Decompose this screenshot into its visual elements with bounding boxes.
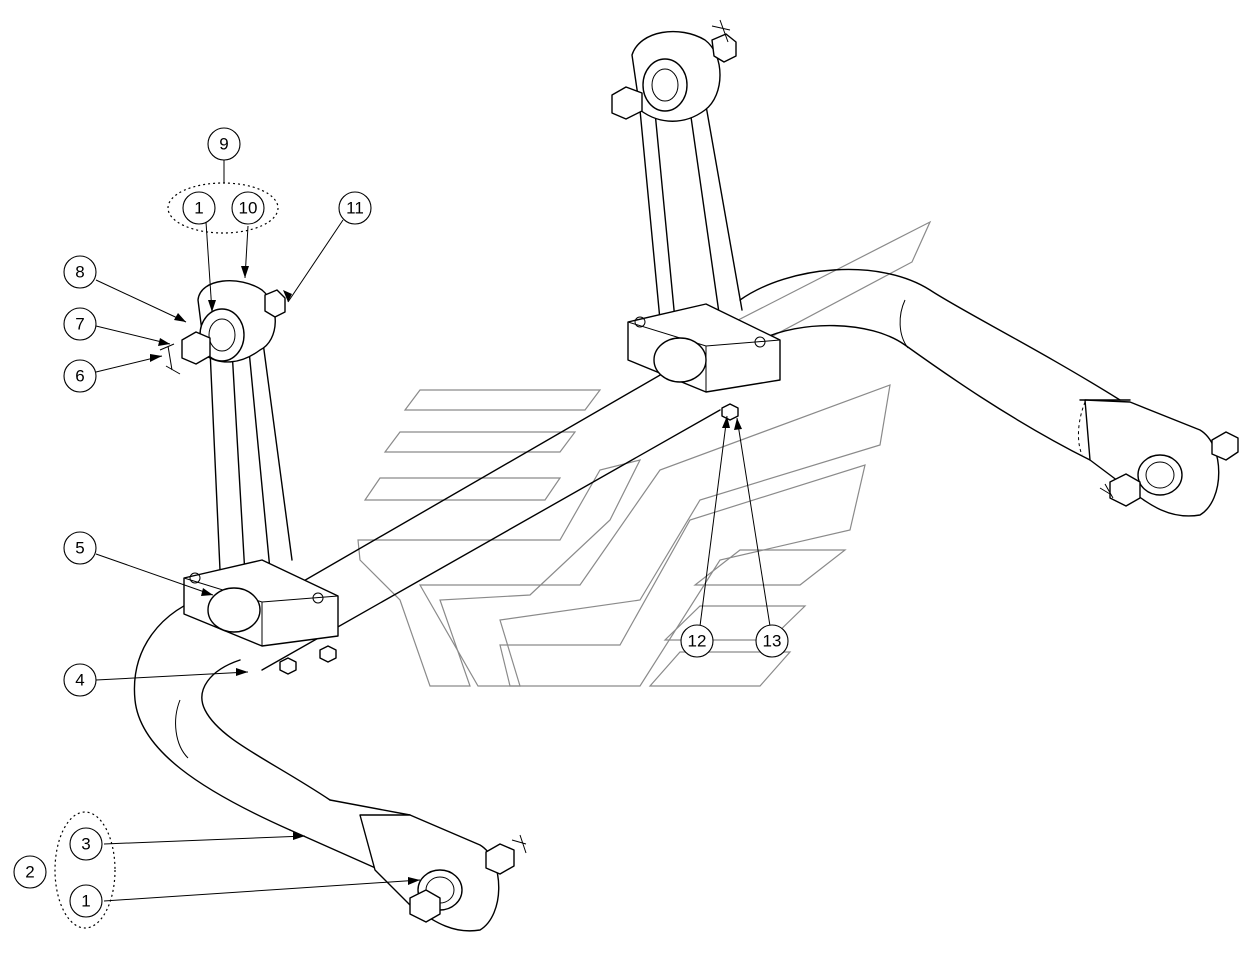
callout-1-bottom: 1 bbox=[69, 884, 103, 918]
leader-lines bbox=[95, 160, 771, 902]
left-link-rod bbox=[159, 280, 293, 576]
left-clamp-block bbox=[183, 559, 339, 675]
right-link-rod bbox=[611, 19, 743, 321]
callout-11: 11 bbox=[338, 191, 372, 225]
callout-13: 13 bbox=[755, 624, 789, 658]
left-bar-end bbox=[359, 814, 527, 932]
callout-9: 9 bbox=[207, 127, 241, 161]
callout-1-bottom-label: 1 bbox=[81, 892, 90, 911]
watermark-logo bbox=[357, 220, 932, 687]
callout-3-label: 3 bbox=[81, 835, 90, 854]
assembly-group-2-outline bbox=[54, 811, 116, 929]
callout-12-label: 12 bbox=[688, 632, 707, 651]
callout-11-label: 11 bbox=[346, 199, 364, 218]
callout-2-label: 2 bbox=[25, 863, 34, 882]
right-clamp-block bbox=[627, 303, 781, 421]
callout-8: 8 bbox=[63, 255, 97, 289]
callout-5-label: 5 bbox=[75, 539, 84, 558]
callout-7: 7 bbox=[63, 307, 97, 341]
callout-1-top: 1 bbox=[182, 191, 216, 225]
callout-12: 12 bbox=[680, 624, 714, 658]
callout-6: 6 bbox=[63, 359, 97, 393]
callout-7-label: 7 bbox=[75, 315, 84, 334]
callout-9-label: 9 bbox=[219, 135, 228, 154]
callout-13-label: 13 bbox=[763, 632, 782, 651]
callout-2: 2 bbox=[13, 855, 47, 889]
right-bar-end bbox=[1084, 399, 1239, 517]
callout-4: 4 bbox=[63, 663, 97, 697]
callout-8-label: 8 bbox=[75, 263, 84, 282]
callout-6-label: 6 bbox=[75, 367, 84, 386]
callout-5: 5 bbox=[63, 531, 97, 565]
callout-10: 10 bbox=[231, 191, 265, 225]
callout-3: 3 bbox=[69, 827, 103, 861]
callout-1-top-label: 1 bbox=[194, 199, 203, 218]
assembly-group-9-outline bbox=[167, 182, 279, 234]
callout-4-label: 4 bbox=[75, 671, 84, 690]
callout-10-label: 10 bbox=[239, 199, 258, 218]
